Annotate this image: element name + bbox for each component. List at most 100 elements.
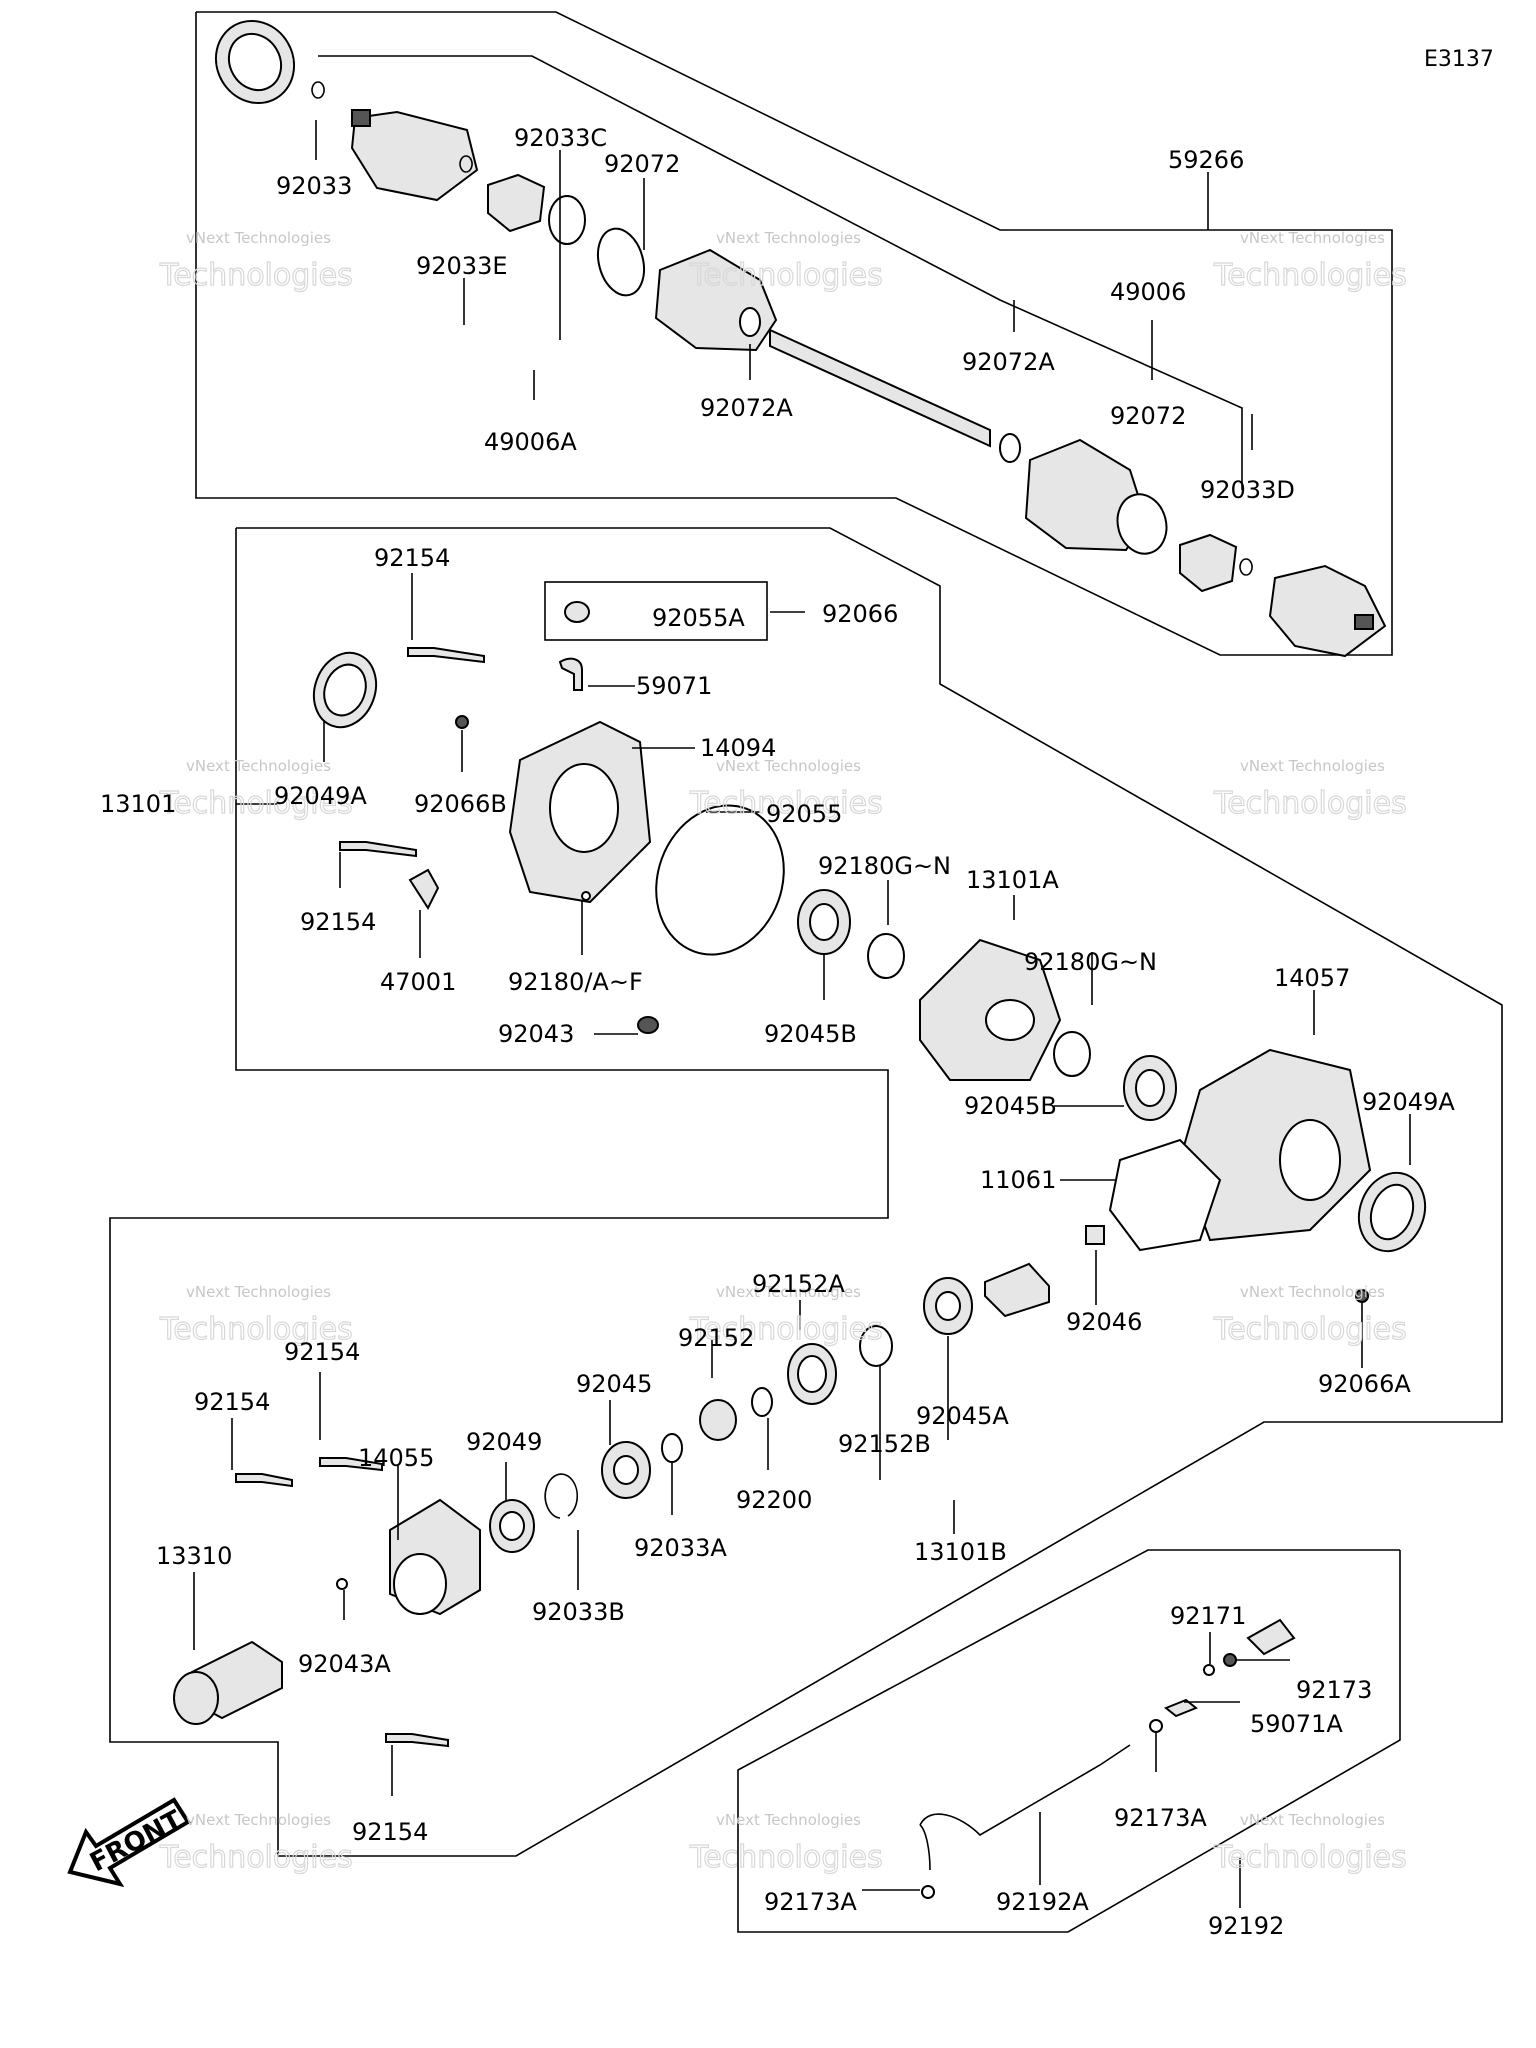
part-label-92192[interactable]: 92192: [1208, 1912, 1284, 1940]
part-label-13101A[interactable]: 13101A: [966, 866, 1059, 894]
part-label-49006A[interactable]: 49006A: [484, 428, 577, 456]
part-label-92072A[interactable]: 92072A: [962, 348, 1055, 376]
final-gear-components: [173, 581, 1427, 1748]
part-label-59071[interactable]: 59071: [636, 672, 712, 700]
part-label-92049A[interactable]: 92049A: [274, 782, 367, 810]
gasket-icon: [1108, 1138, 1222, 1252]
watermark-text: Technologies: [159, 1312, 353, 1347]
circlip-icon: [544, 1473, 578, 1519]
watermark-text: vNext Technologies: [186, 1811, 331, 1829]
part-label-59266[interactable]: 59266: [1168, 146, 1244, 174]
part-label-92033C[interactable]: 92033C: [514, 124, 607, 152]
part-label-92033E[interactable]: 92033E: [416, 252, 508, 280]
part-label-92180G-N[interactable]: 92180G~N: [1024, 948, 1157, 976]
part-label-14057[interactable]: 14057: [1274, 964, 1350, 992]
plate-icon: [408, 868, 440, 911]
bolt-icon: [407, 647, 485, 664]
part-label-13310[interactable]: 13310: [156, 1542, 232, 1570]
group-outline-axle: [195, 11, 1393, 656]
seal-icon: [564, 601, 590, 623]
part-label-92033D[interactable]: 92033D: [1200, 476, 1295, 504]
watermark-text: vNext Technologies: [186, 229, 331, 247]
shim-icon: [1053, 1031, 1091, 1077]
bolt-icon: [319, 1457, 383, 1472]
watermark-text: Technologies: [1213, 258, 1407, 293]
part-label-13101B[interactable]: 13101B: [914, 1538, 1007, 1566]
part-label-92043[interactable]: 92043: [498, 1020, 574, 1048]
circlip-icon: [1239, 558, 1253, 576]
part-label-92055[interactable]: 92055: [766, 800, 842, 828]
part-label-92033[interactable]: 92033: [276, 172, 352, 200]
part-label-11061[interactable]: 11061: [980, 1166, 1056, 1194]
part-label-92072A[interactable]: 92072A: [700, 394, 793, 422]
part-label-92066[interactable]: 92066: [822, 600, 898, 628]
part-label-92072[interactable]: 92072: [604, 150, 680, 178]
part-label-92033B[interactable]: 92033B: [532, 1598, 625, 1626]
watermark-text: vNext Technologies: [716, 1811, 861, 1829]
watermark-text: Technologies: [689, 258, 883, 293]
part-label-13101[interactable]: 13101: [100, 790, 176, 818]
circlip-icon: [661, 1433, 683, 1463]
part-label-49006[interactable]: 49006: [1110, 278, 1186, 306]
part-label-92180-A-F[interactable]: 92180/A~F: [508, 968, 643, 996]
part-label-92152B[interactable]: 92152B: [838, 1430, 931, 1458]
part-label-92173A[interactable]: 92173A: [1114, 1804, 1207, 1832]
bushing-icon: [1085, 1225, 1105, 1245]
band-icon: [739, 307, 761, 337]
part-label-92045B[interactable]: 92045B: [964, 1092, 1057, 1120]
part-label-92173[interactable]: 92173: [1296, 1676, 1372, 1704]
part-label-92180G-N[interactable]: 92180G~N: [818, 852, 951, 880]
part-label-92045[interactable]: 92045: [576, 1370, 652, 1398]
part-label-92033A[interactable]: 92033A: [634, 1534, 727, 1562]
part-label-92049A[interactable]: 92049A: [1362, 1088, 1455, 1116]
part-label-92192A[interactable]: 92192A: [996, 1888, 1089, 1916]
clamp-icon: [1203, 1664, 1215, 1676]
part-label-92154[interactable]: 92154: [300, 908, 376, 936]
diagram-code: E3137: [1424, 47, 1494, 72]
plug-icon: [637, 1016, 659, 1034]
part-label-92055A[interactable]: 92055A: [652, 604, 745, 632]
watermark-text: vNext Technologies: [716, 229, 861, 247]
part-label-92045B[interactable]: 92045B: [764, 1020, 857, 1048]
group-outlines: [109, 11, 1503, 1933]
part-label-92173A[interactable]: 92173A: [764, 1888, 857, 1916]
group-outline-final-gear: [109, 527, 1503, 1857]
leader-lines: [193, 120, 1411, 1908]
part-label-92066A[interactable]: 92066A: [1318, 1370, 1411, 1398]
collar-icon: [859, 1325, 893, 1367]
part-label-92154[interactable]: 92154: [352, 1818, 428, 1846]
part-label-92045A[interactable]: 92045A: [916, 1402, 1009, 1430]
watermark-text: Technologies: [689, 786, 883, 821]
part-label-92046[interactable]: 92046: [1066, 1308, 1142, 1336]
part-label-92154[interactable]: 92154: [194, 1388, 270, 1416]
part-label-92043A[interactable]: 92043A: [298, 1650, 391, 1678]
part-label-92072[interactable]: 92072: [1110, 402, 1186, 430]
part-label-92171[interactable]: 92171: [1170, 1602, 1246, 1630]
bolt-icon: [339, 841, 417, 858]
breather-nipple-icon: [558, 657, 583, 691]
axle-shaft-icon: [769, 328, 991, 448]
watermark-text: vNext Technologies: [1240, 229, 1385, 247]
joint-icon: [1164, 1698, 1198, 1718]
part-label-92152A[interactable]: 92152A: [752, 1270, 845, 1298]
part-label-92049[interactable]: 92049: [466, 1428, 542, 1456]
part-label-14094[interactable]: 14094: [700, 734, 776, 762]
part-label-14055[interactable]: 14055: [358, 1444, 434, 1472]
watermarks: vNext Technologies Technologies vNext Te…: [158, 229, 1407, 1876]
part-label-92066B[interactable]: 92066B: [414, 790, 507, 818]
part-label-47001[interactable]: 47001: [380, 968, 456, 996]
watermark-text: Technologies: [1213, 786, 1407, 821]
cap-icon: [1223, 1653, 1237, 1667]
part-label-59071A[interactable]: 59071A: [1250, 1710, 1343, 1738]
watermark-text: vNext Technologies: [716, 757, 861, 775]
circlip-icon: [311, 81, 325, 99]
cv-joint-outer-icon: [350, 110, 479, 202]
part-label-92200[interactable]: 92200: [736, 1486, 812, 1514]
part-label-92152[interactable]: 92152: [678, 1324, 754, 1352]
watermark-text: Technologies: [1213, 1312, 1407, 1347]
watermark-text: vNext Technologies: [1240, 757, 1385, 775]
part-label-92154[interactable]: 92154: [284, 1338, 360, 1366]
part-label-92154[interactable]: 92154: [374, 544, 450, 572]
watermark-text: Technologies: [159, 258, 353, 293]
